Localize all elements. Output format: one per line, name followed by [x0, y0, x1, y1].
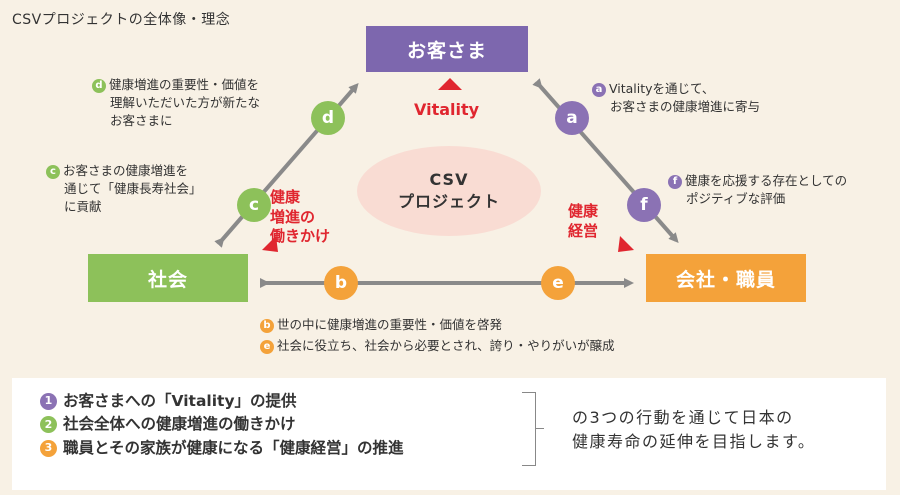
number-badge-2: 2	[40, 416, 57, 434]
node-customers: お客さま	[366, 26, 528, 72]
bracket-tick	[536, 428, 544, 429]
mini-circle-a: a	[592, 83, 606, 98]
summary-text: の3つの行動を通じて日本の 健康寿命の延伸を目指します。	[572, 408, 816, 451]
action-list: 1 お客さまへの「Vitality」の提供 2 社会全体への健康増進の働きかけ …	[40, 390, 404, 460]
bracket	[522, 392, 536, 466]
circle-f: f	[627, 188, 661, 222]
center-line-2: プロジェクト	[397, 192, 500, 211]
action-item-3: 3 職員とその家族が健康になる「健康経営」の推進	[40, 437, 404, 460]
mini-circle-b: b	[260, 319, 274, 334]
action-item-2: 2 社会全体への健康増進の働きかけ	[40, 413, 404, 436]
number-badge-3: 3	[40, 439, 57, 457]
circle-b: b	[324, 266, 358, 300]
csv-project-center: CSV プロジェクト	[357, 146, 541, 236]
node-society: 社会	[88, 254, 248, 302]
number-badge-1: 1	[40, 393, 57, 411]
circle-e: e	[541, 266, 575, 300]
red-triangle-top	[438, 78, 462, 90]
circle-d: d	[311, 101, 345, 135]
circle-c: c	[237, 188, 271, 222]
mini-circle-e: e	[260, 340, 274, 355]
node-company: 会社・職員	[646, 254, 806, 302]
red-triangle-right	[618, 236, 634, 252]
action-item-1: 1 お客さまへの「Vitality」の提供	[40, 390, 404, 413]
mini-circle-d: d	[92, 79, 106, 94]
red-triangle-left	[262, 236, 278, 252]
circle-a: a	[555, 101, 589, 135]
mini-circle-c: c	[46, 165, 60, 180]
mini-circle-f: f	[668, 175, 682, 190]
center-line-1: CSV	[429, 170, 469, 190]
health-management-label: 健康 経営	[568, 202, 599, 240]
diagram-title: CSVプロジェクトの全体像・理念	[12, 12, 231, 28]
vitality-label: Vitality	[414, 100, 480, 119]
health-promotion-label: 健康 増進の 働きかけ	[270, 188, 331, 245]
summary-box: 1 お客さまへの「Vitality」の提供 2 社会全体への健康増進の働きかけ …	[12, 378, 886, 490]
